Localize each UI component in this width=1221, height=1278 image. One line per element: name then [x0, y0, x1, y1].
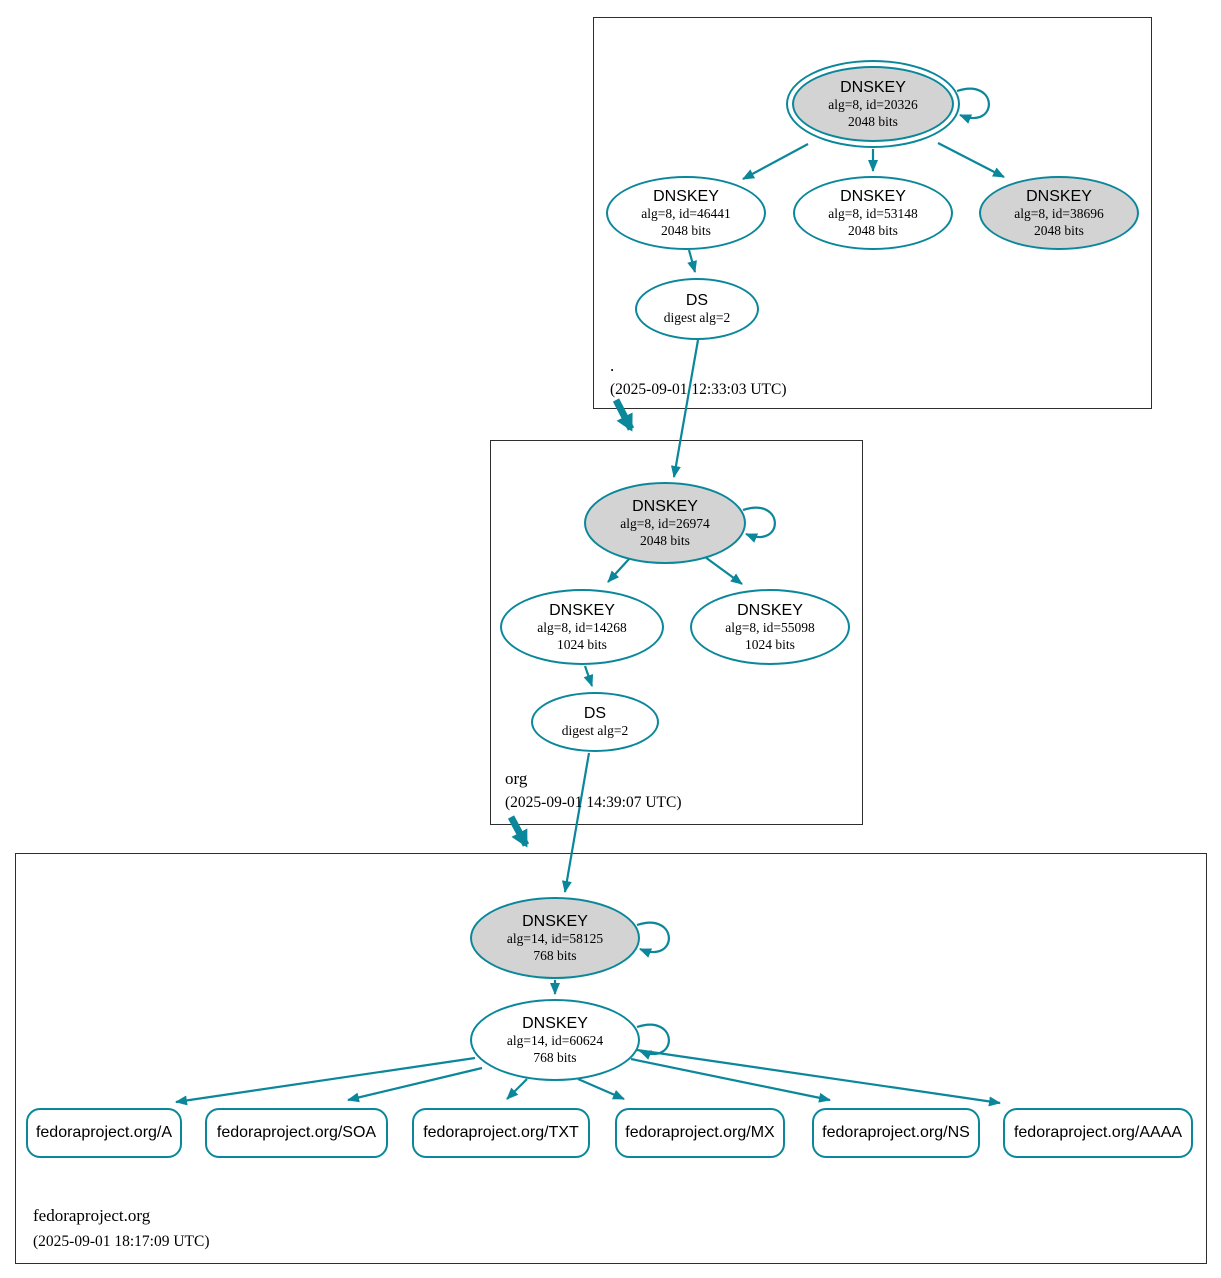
node-title: DNSKEY	[549, 601, 615, 619]
node-title: DS	[583, 705, 607, 723]
node-title: DNSKEY	[653, 187, 719, 205]
rrset-node-ns[interactable]: fedoraproject.org/NS	[812, 1108, 980, 1158]
node-attr: alg=14, id=60624	[506, 1033, 604, 1049]
node-title: DNSKEY	[840, 187, 906, 205]
node-title: DNSKEY	[522, 912, 588, 930]
node-attr: 768 bits	[533, 1049, 577, 1065]
node-title: DNSKEY	[632, 497, 698, 515]
rrset-label: fedoraproject.org/NS	[822, 1124, 970, 1141]
rrset-label: fedoraproject.org/AAAA	[1013, 1124, 1183, 1141]
dnskey-node-org-ksk-26974[interactable]: DNSKEY alg=8, id=26974 2048 bits	[584, 482, 746, 564]
node-attr: 2048 bits	[848, 113, 898, 129]
rrset-node-soa[interactable]: fedoraproject.org/SOA	[205, 1108, 388, 1158]
node-title: DNSKEY	[522, 1014, 588, 1032]
node-attr: 768 bits	[533, 947, 577, 963]
dnskey-node-fp-zsk-60624[interactable]: DNSKEY alg=14, id=60624 768 bits	[470, 999, 640, 1081]
rrset-label: fedoraproject.org/MX	[625, 1124, 775, 1141]
rrset-node-a[interactable]: fedoraproject.org/A	[26, 1108, 182, 1158]
dnskey-node-46441[interactable]: DNSKEY alg=8, id=46441 2048 bits	[606, 176, 766, 250]
zone-label-fedoraproject-org: fedoraproject.org	[33, 1206, 151, 1225]
node-title: DS	[685, 292, 709, 310]
rrset-label: fedoraproject.org/SOA	[216, 1124, 377, 1141]
node-attr: 2048 bits	[848, 222, 898, 238]
zone-timestamp-fedoraproject-org: (2025-09-01 18:17:09 UTC)	[33, 1233, 210, 1250]
dnskey-node-14268[interactable]: DNSKEY alg=8, id=14268 1024 bits	[500, 589, 664, 665]
node-attr: 2048 bits	[640, 532, 690, 548]
dnskey-node-55098[interactable]: DNSKEY alg=8, id=55098 1024 bits	[690, 589, 850, 665]
node-attr: alg=8, id=20326	[828, 97, 918, 113]
node-attr: alg=8, id=55098	[725, 620, 815, 636]
node-attr: 1024 bits	[745, 636, 795, 652]
node-title: DNSKEY	[840, 78, 906, 96]
node-attr: 2048 bits	[661, 222, 711, 238]
node-attr: alg=8, id=26974	[620, 516, 710, 532]
node-attr: alg=8, id=53148	[828, 206, 918, 222]
dnskey-node-38696[interactable]: DNSKEY alg=8, id=38696 2048 bits	[979, 176, 1139, 250]
dnskey-node-fp-ksk-58125[interactable]: DNSKEY alg=14, id=58125 768 bits	[470, 897, 640, 979]
node-attr: alg=8, id=14268	[537, 620, 627, 636]
zone-label-root: .	[610, 356, 615, 375]
zone-timestamp-root: (2025-09-01 12:33:03 UTC)	[610, 381, 787, 398]
rrset-node-txt[interactable]: fedoraproject.org/TXT	[412, 1108, 590, 1158]
dnskey-node-root-ksk-20326[interactable]: DNSKEY alg=8, id=20326 2048 bits	[786, 60, 960, 148]
ds-node-root[interactable]: DS digest alg=2	[635, 278, 759, 340]
zone-timestamp-org: (2025-09-01 14:39:07 UTC)	[505, 794, 682, 811]
node-attr: digest alg=2	[561, 723, 629, 739]
node-attr: alg=14, id=58125	[506, 931, 604, 947]
rrset-label: fedoraproject.org/A	[35, 1124, 173, 1141]
dnskey-node-53148[interactable]: DNSKEY alg=8, id=53148 2048 bits	[793, 176, 953, 250]
node-attr: alg=8, id=38696	[1014, 206, 1104, 222]
zone-label-org: org	[505, 769, 528, 788]
node-attr: 1024 bits	[557, 636, 607, 652]
node-attr: 2048 bits	[1034, 222, 1084, 238]
node-attr: alg=8, id=46441	[641, 206, 731, 222]
ds-node-org[interactable]: DS digest alg=2	[531, 692, 659, 752]
rrset-node-mx[interactable]: fedoraproject.org/MX	[615, 1108, 785, 1158]
node-title: DNSKEY	[1026, 187, 1092, 205]
node-title: DNSKEY	[737, 601, 803, 619]
node-attr: digest alg=2	[663, 310, 731, 326]
rrset-node-aaaa[interactable]: fedoraproject.org/AAAA	[1003, 1108, 1193, 1158]
rrset-label: fedoraproject.org/TXT	[423, 1124, 579, 1141]
